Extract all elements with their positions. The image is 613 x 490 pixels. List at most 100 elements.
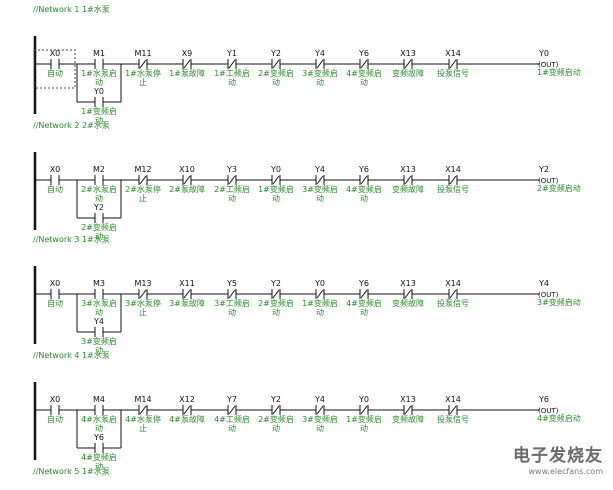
normally-closed-slash bbox=[183, 289, 191, 299]
branch-contact-comment: 1#变频启 bbox=[81, 106, 117, 116]
network-title: //Network 1 1#水泵 bbox=[33, 4, 110, 14]
contact-comment: 动 bbox=[360, 423, 368, 433]
contact-address: M12 bbox=[134, 165, 151, 174]
normally-closed-slash bbox=[404, 59, 412, 69]
network-title: //Network 4 1#水泵 bbox=[33, 350, 110, 360]
branch-contact-address: Y6 bbox=[93, 433, 104, 442]
contact-comment: 变频故障 bbox=[392, 298, 424, 308]
normally-closed-slash bbox=[272, 405, 280, 415]
contact-comment: 止 bbox=[139, 77, 147, 87]
contact-comment: 4#变频启 bbox=[346, 68, 382, 78]
normally-closed-slash bbox=[272, 59, 280, 69]
contact-address: Y7 bbox=[226, 395, 237, 404]
branch-contact-comment: 4#变频启 bbox=[81, 452, 117, 462]
output-coil: (OUT) bbox=[538, 407, 559, 415]
contact-comment: 动 bbox=[228, 307, 236, 317]
contact-address: M2 bbox=[93, 165, 105, 174]
contact-comment: 1#变频启 bbox=[302, 298, 338, 308]
contact-address: X13 bbox=[400, 165, 416, 174]
contact-address: X12 bbox=[179, 395, 195, 404]
normally-closed-slash bbox=[449, 59, 457, 69]
contact-comment: 3#泵故障 bbox=[169, 298, 205, 308]
normally-closed-slash bbox=[404, 289, 412, 299]
contact-comment: 3#变频启 bbox=[302, 184, 338, 194]
contact-comment: 1#变频启 bbox=[346, 414, 382, 424]
branch-contact-comment: 动 bbox=[95, 115, 103, 125]
contact-comment: 动 bbox=[272, 193, 280, 203]
contact-address: X14 bbox=[445, 279, 461, 288]
normally-closed-slash bbox=[360, 59, 368, 69]
normally-closed-slash bbox=[449, 175, 457, 185]
contact-comment: 动 bbox=[95, 423, 103, 433]
contact-address: X13 bbox=[400, 49, 416, 58]
contact-comment: 2#泵故障 bbox=[169, 184, 205, 194]
contact-comment: 动 bbox=[360, 307, 368, 317]
contact-address: X0 bbox=[50, 165, 61, 174]
normally-closed-slash bbox=[404, 175, 412, 185]
contact-comment: 3#工频启 bbox=[214, 298, 250, 308]
normally-closed-slash bbox=[272, 175, 280, 185]
contact-comment: 止 bbox=[139, 193, 147, 203]
contact-address: X13 bbox=[400, 279, 416, 288]
contact-address: X0 bbox=[50, 279, 61, 288]
contact-comment: 变频故障 bbox=[392, 184, 424, 194]
contact-comment: 2#水泵启 bbox=[81, 184, 117, 194]
contact-comment: 4#工频启 bbox=[214, 414, 250, 424]
contact-address: Y3 bbox=[226, 165, 237, 174]
contact-comment: 1#水泵启 bbox=[81, 68, 117, 78]
contact-comment: 动 bbox=[95, 77, 103, 87]
contact-comment: 4#变频启 bbox=[346, 184, 382, 194]
branch-contact-comment: 动 bbox=[95, 461, 103, 471]
normally-closed-slash bbox=[228, 405, 236, 415]
contact-comment: 3#变频启 bbox=[302, 68, 338, 78]
contact-comment: 动 bbox=[95, 193, 103, 203]
contact-address: X13 bbox=[400, 395, 416, 404]
normally-closed-slash bbox=[228, 59, 236, 69]
contact-address: X14 bbox=[445, 49, 461, 58]
contact-comment: 动 bbox=[272, 307, 280, 317]
contact-address: Y0 bbox=[314, 279, 325, 288]
normally-closed-slash bbox=[228, 289, 236, 299]
normally-closed-slash bbox=[449, 289, 457, 299]
network-title: //Network 3 1#水泵 bbox=[33, 234, 110, 244]
contact-address: X14 bbox=[445, 395, 461, 404]
contact-comment: 自动 bbox=[47, 414, 63, 424]
contact-address: Y6 bbox=[358, 165, 369, 174]
contact-comment: 2#水泵停 bbox=[125, 184, 161, 194]
normally-closed-slash bbox=[228, 175, 236, 185]
contact-comment: 自动 bbox=[47, 184, 63, 194]
normally-closed-slash bbox=[316, 289, 324, 299]
contact-address: M14 bbox=[134, 395, 151, 404]
normally-closed-slash bbox=[360, 405, 368, 415]
contact-comment: 1#变频启 bbox=[258, 184, 294, 194]
contact-address: M11 bbox=[134, 49, 151, 58]
contact-comment: 动 bbox=[316, 193, 324, 203]
normally-closed-slash bbox=[360, 289, 368, 299]
contact-comment: 4#水泵启 bbox=[81, 414, 117, 424]
branch-contact-address: Y4 bbox=[93, 317, 104, 326]
contact-comment: 投泵信号 bbox=[437, 68, 469, 78]
contact-address: X10 bbox=[179, 165, 195, 174]
normally-closed-slash bbox=[139, 59, 147, 69]
contact-address: M13 bbox=[134, 279, 151, 288]
contact-comment: 4#泵故障 bbox=[169, 414, 205, 424]
contact-address: X0 bbox=[50, 395, 61, 404]
normally-closed-slash bbox=[404, 405, 412, 415]
network-title: //Network 5 1#水泵 bbox=[33, 466, 110, 476]
contact-comment: 动 bbox=[316, 307, 324, 317]
branch-contact-address: Y2 bbox=[93, 203, 104, 212]
contact-comment: 止 bbox=[139, 307, 147, 317]
selection-box[interactable] bbox=[33, 49, 76, 89]
coil-comment: 3#变频启动 bbox=[537, 297, 581, 307]
contact-address: Y6 bbox=[358, 49, 369, 58]
contact-comment: 1#水泵停 bbox=[125, 68, 161, 78]
branch-contact-comment: 3#变频启 bbox=[81, 336, 117, 346]
normally-closed-slash bbox=[316, 175, 324, 185]
contact-address: Y0 bbox=[270, 165, 281, 174]
normally-closed-slash bbox=[183, 405, 191, 415]
contact-comment: 动 bbox=[316, 423, 324, 433]
contact-comment: 动 bbox=[228, 423, 236, 433]
coil-comment: 4#变频启动 bbox=[537, 413, 581, 423]
contact-comment: 动 bbox=[360, 193, 368, 203]
